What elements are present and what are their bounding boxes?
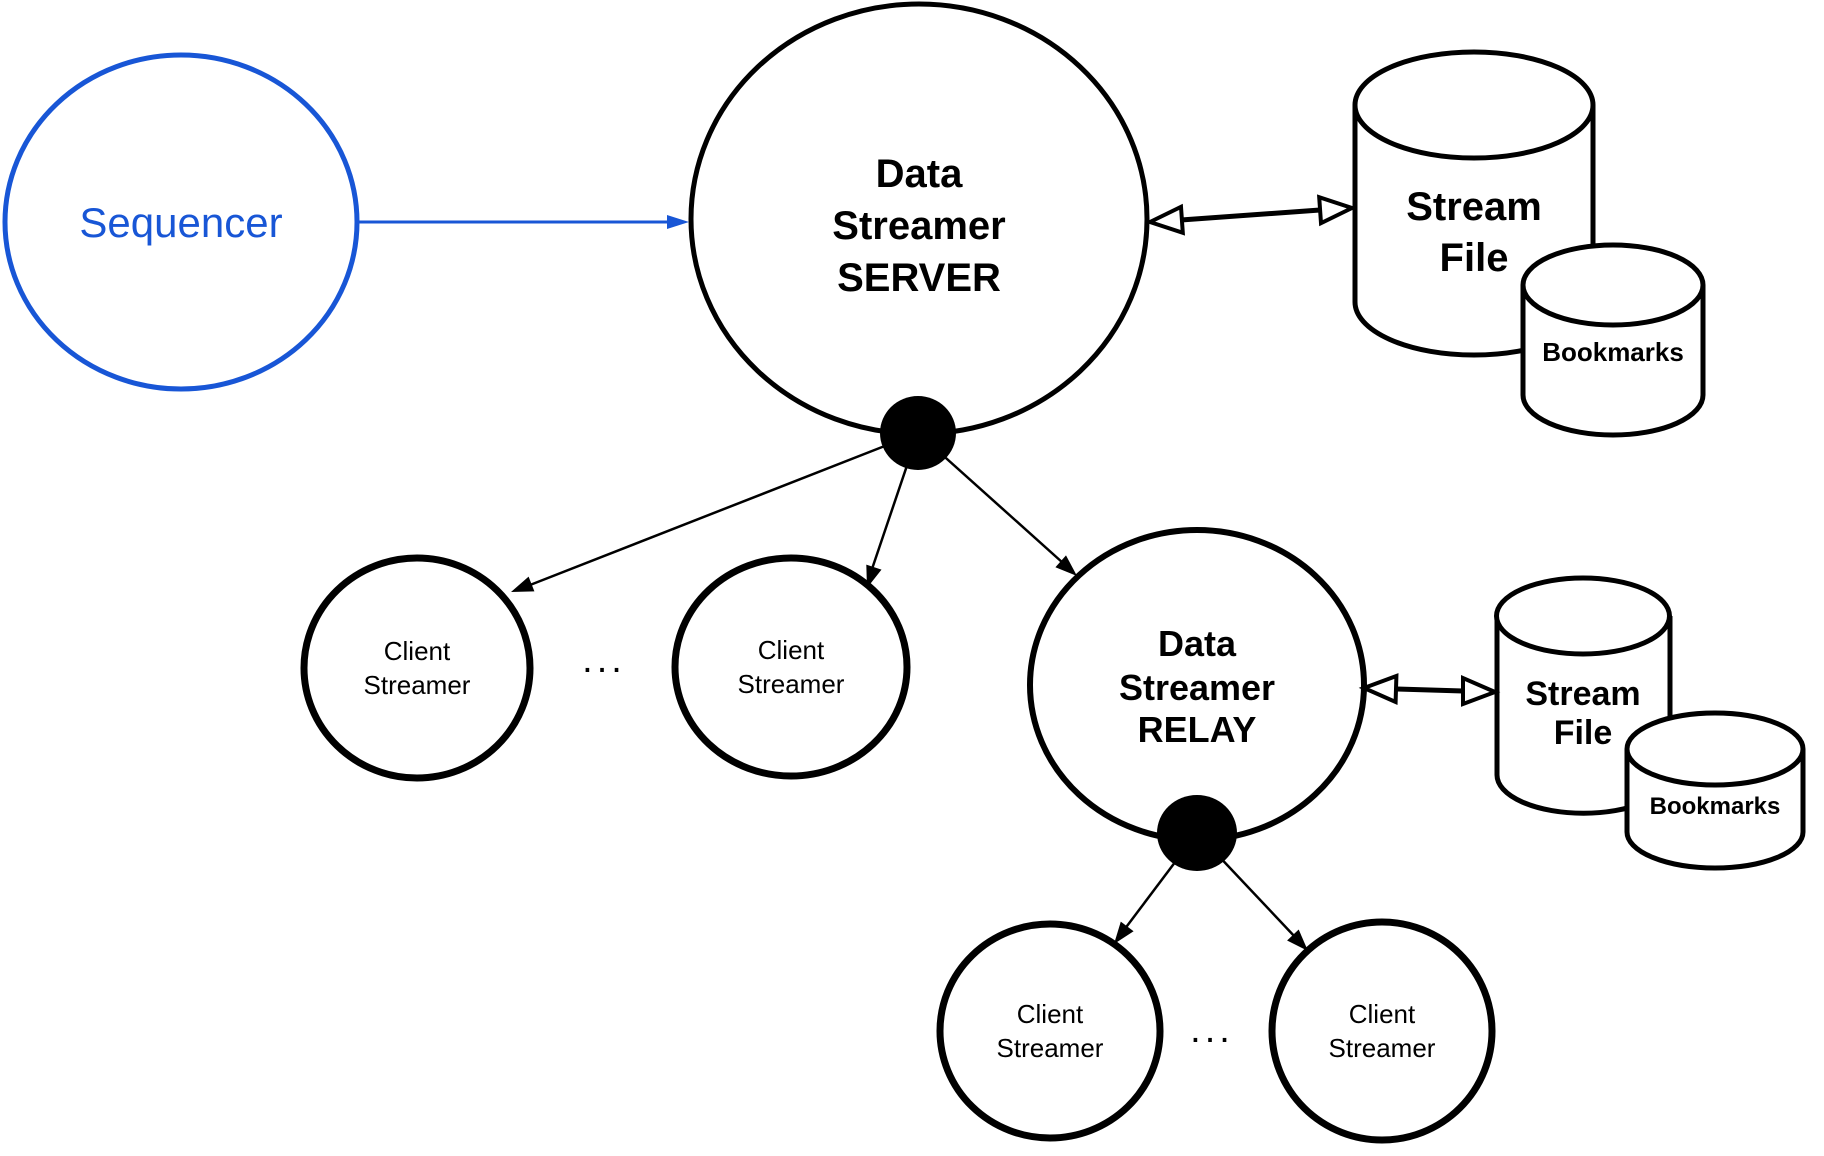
relay-streamfile-double-arrow — [1358, 673, 1501, 707]
relay-fanout-arrow-to-client-3-head — [1114, 921, 1134, 944]
server-bookmarks-cylinder-body — [1520, 285, 1706, 438]
server-stream-file-label-line-2: File — [1440, 236, 1509, 280]
relay-streamfile-double-arrow-shaft — [1395, 686, 1464, 694]
ellipsis-top: ... — [582, 639, 626, 681]
client-streamer-node-1 — [300, 554, 534, 782]
server-fanout-arrow-to-client-2-head — [866, 564, 882, 588]
server-fanout-arrow-to-client-1-head — [511, 576, 535, 592]
server-streamfile-arrowhead-left — [1144, 203, 1186, 236]
server-label-line-3: SERVER — [837, 256, 1001, 300]
server-label-line-2: Streamer — [832, 204, 1005, 248]
server-bookmarks-label: Bookmarks — [1542, 337, 1684, 367]
client-streamer-node-2 — [671, 554, 911, 780]
relay-stream-file-label-line-1: Stream — [1525, 675, 1640, 713]
server-stream-file-cylinder-top — [1352, 49, 1596, 161]
server-label-line-1: Data — [876, 152, 963, 196]
relay-fanout-arrow-to-client-4-head — [1287, 929, 1308, 951]
ellipsis-bottom: ... — [1190, 1009, 1234, 1051]
server-streamfile-double-arrow-shaft — [1180, 207, 1321, 223]
relay-bookmarks-cylinder — [1624, 710, 1806, 871]
relay-streamfile-arrowhead-right — [1461, 674, 1501, 707]
client-streamer-node-3 — [936, 920, 1164, 1142]
client-3-label-line-2: Streamer — [997, 1033, 1104, 1063]
client-1-label-line-2: Streamer — [364, 670, 471, 700]
server-fanout-arrow-to-relay-head — [1055, 555, 1077, 576]
client-1-label-line-1: Client — [384, 636, 451, 666]
client-2-label-line-1: Client — [758, 635, 825, 665]
relay-stream-file-cylinder-top — [1494, 575, 1672, 657]
relay-bookmarks-cylinder-top — [1624, 710, 1806, 788]
server-bookmarks-cylinder-top — [1520, 242, 1706, 328]
client-4-label-line-2: Streamer — [1329, 1033, 1436, 1063]
sequencer-to-server-arrowhead — [667, 215, 689, 229]
sequencer-node — [2, 52, 360, 392]
relay-bookmarks-label: Bookmarks — [1650, 793, 1781, 820]
server-fanout-arrow-to-client-1 — [511, 431, 919, 592]
relay-streamfile-arrowhead-left — [1358, 673, 1399, 706]
server-streamfile-double-arrow — [1144, 194, 1358, 236]
server-fanout-arrow-to-client-1-shaft — [529, 431, 919, 587]
relay-label-line-2: Streamer — [1119, 667, 1275, 708]
relay-connection-dot — [1157, 795, 1237, 871]
relay-label-line-3: RELAY — [1138, 709, 1257, 750]
server-streamfile-arrowhead-right — [1316, 194, 1358, 227]
sequencer-label: Sequencer — [79, 199, 282, 246]
client-3-label-line-1: Client — [1017, 999, 1084, 1029]
server-stream-file-label-line-1: Stream — [1406, 185, 1542, 229]
server-stream-file-cylinder — [1352, 49, 1596, 358]
server-bookmarks-cylinder — [1520, 242, 1706, 438]
relay-label-line-1: Data — [1158, 623, 1237, 664]
client-2-label-line-2: Streamer — [738, 669, 845, 699]
relay-stream-file-label-line-2: File — [1554, 714, 1613, 752]
sequencer-to-server-arrow — [359, 215, 689, 229]
client-streamer-node-4 — [1268, 918, 1496, 1144]
server-connection-dot — [880, 396, 956, 470]
client-4-label-line-1: Client — [1349, 999, 1416, 1029]
